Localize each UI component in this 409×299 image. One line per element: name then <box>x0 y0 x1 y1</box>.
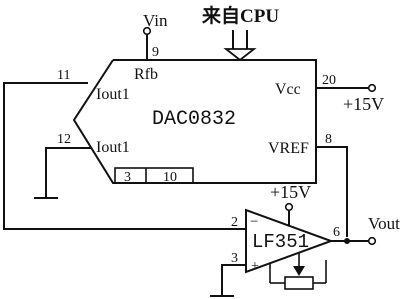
vcc-terminal <box>367 83 377 93</box>
dac-block-outline <box>72 59 317 184</box>
pin-8-label: 8 <box>325 132 332 147</box>
dac-bottom-pin-box <box>114 167 194 184</box>
opamp-triangle <box>245 208 334 274</box>
potentiometer-icon <box>284 276 314 290</box>
pin-9-label: 9 <box>152 45 159 60</box>
vout-terminal <box>367 236 377 246</box>
output-junction-dot <box>344 238 350 244</box>
vcc-label: Vcc <box>275 81 301 98</box>
iout1-ground-wire <box>45 147 91 198</box>
vin-label: Vin <box>143 11 168 30</box>
vout-label: Vout <box>368 214 400 233</box>
opamp-minus-sign: − <box>250 214 258 230</box>
opamp-pin-2-label: 2 <box>231 215 238 230</box>
cpu-input-arrow-icon <box>223 48 257 62</box>
iout1-to-inverting-wire <box>3 82 246 230</box>
cpu-label: 来自CPU <box>202 4 279 27</box>
iout1-upper-label: Iout1 <box>96 86 130 103</box>
opamp-pin-6-label: 6 <box>333 225 340 240</box>
dac-name: DAC0832 <box>152 108 236 131</box>
pin-11-label: 11 <box>57 68 70 83</box>
pin-10-label: 10 <box>163 170 177 185</box>
opamp-pin-3-label: 3 <box>231 251 238 266</box>
opamp-name: LF351 <box>252 231 309 253</box>
pin-3-label: 3 <box>124 170 131 185</box>
pin-12-label: 12 <box>57 132 71 147</box>
opamp-plus-sign: + <box>251 259 259 274</box>
vref-label: VREF <box>268 140 309 157</box>
opamp-supply-label: +15V <box>270 182 311 202</box>
vcc-supply-label: +15V <box>343 94 384 114</box>
noninv-ground-wire <box>221 264 246 296</box>
vref-wire <box>316 146 348 237</box>
vin-terminal <box>142 26 152 36</box>
iout1-lower-label: Iout1 <box>96 139 130 156</box>
opamp-supply-terminal <box>284 202 294 212</box>
pot-wiper-arrow-icon <box>293 266 305 276</box>
pin-20-label: 20 <box>322 73 336 88</box>
rfb-label: Rfb <box>134 66 158 83</box>
